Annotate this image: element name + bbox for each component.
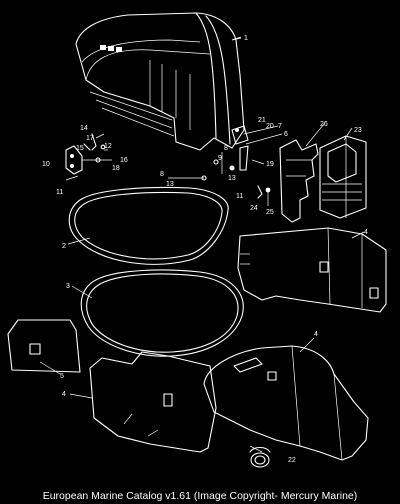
acoustic-panel-lower-right [203, 345, 369, 461]
callout-1: 1 [244, 35, 248, 42]
callout-14: 14 [80, 125, 88, 132]
exploded-parts-diagram: 1 2 3 4 4 4 5 6 7 8 8 9 10 11 11 12 13 1… [7, 12, 387, 468]
leader-lines [39, 37, 365, 453]
acoustic-panel-upper [237, 227, 387, 313]
callout-19: 19 [266, 161, 274, 168]
callout-4-right: 4 [314, 331, 318, 338]
bottom-seal [80, 269, 244, 357]
small-fasteners [257, 185, 271, 206]
callout-21: 21 [258, 117, 266, 124]
callout-3: 3 [66, 283, 70, 290]
callout-labels: 1 2 3 4 4 4 5 6 7 8 8 9 10 11 11 12 13 1… [42, 35, 368, 464]
callout-9: 9 [218, 155, 222, 162]
callout-26: 26 [320, 121, 328, 128]
latch-hardware-left [65, 133, 112, 181]
callout-7: 7 [278, 123, 282, 130]
callout-6: 6 [284, 131, 288, 138]
callout-11-left: 11 [56, 189, 63, 196]
callout-13-right: 13 [228, 175, 236, 182]
callout-2: 2 [62, 243, 66, 250]
side-panel [7, 319, 81, 373]
callout-13-left: 13 [166, 181, 174, 188]
acoustic-panel-lower-left [89, 351, 217, 453]
callout-17: 17 [86, 135, 94, 142]
callout-12: 12 [104, 143, 112, 150]
grommet [249, 446, 271, 468]
callout-10: 10 [42, 161, 50, 168]
callout-11-right: 11 [236, 193, 243, 200]
callout-5: 5 [60, 373, 64, 380]
air-filter-assembly [319, 135, 367, 219]
callout-24: 24 [250, 205, 258, 212]
bracket-plate [279, 139, 319, 223]
cowl-seal [68, 186, 229, 265]
latch-hardware-right [201, 125, 249, 181]
top-cowl [75, 12, 245, 151]
callout-20: 20 [266, 123, 274, 130]
callout-25: 25 [266, 209, 274, 216]
callout-4-upper: 4 [364, 229, 368, 236]
callout-8-lower: 8 [160, 171, 164, 178]
callout-15: 15 [76, 145, 84, 152]
callout-4-left: 4 [62, 391, 66, 398]
callout-8-upper: 8 [224, 145, 228, 152]
callout-23: 23 [354, 127, 362, 134]
callout-22: 22 [288, 457, 296, 464]
callout-16: 16 [120, 157, 128, 164]
callout-18: 18 [112, 165, 120, 172]
image-caption: European Marine Catalog v1.61 (Image Cop… [42, 490, 358, 502]
